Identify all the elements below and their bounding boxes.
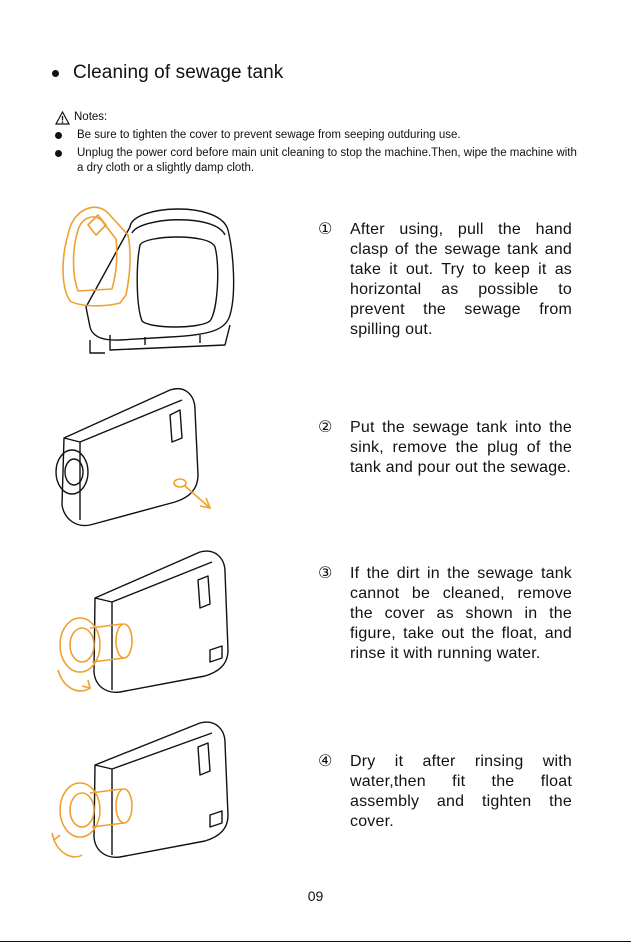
notes-label: Notes: <box>74 111 108 123</box>
bullet-dot <box>52 69 59 77</box>
step-number: ④ <box>318 753 333 770</box>
page-title: Cleaning of sewage tank <box>73 62 284 83</box>
notes-header: Notes: <box>55 110 585 125</box>
step-text: Dry it after rinsing with water,then fit… <box>350 753 572 830</box>
step-text: After using, pull the hand clasp of the … <box>350 221 572 338</box>
step-text: Put the sewage tank into the sink, remov… <box>350 419 572 476</box>
step-number: ② <box>318 419 333 436</box>
note-text: Be sure to tighten the cover to prevent … <box>77 129 461 141</box>
step-number: ① <box>318 221 333 238</box>
float-removal-illustration <box>57 550 229 693</box>
bullet-dot <box>55 150 62 157</box>
float-assembly-illustration <box>51 721 229 858</box>
step-3: ③ If the dirt in the sewage tank cannot … <box>318 564 572 664</box>
bullet-dot <box>55 132 62 139</box>
step-4: ④ Dry it after rinsing with water,then f… <box>318 752 572 832</box>
notes-block: Notes: Be sure to tighten the cover to p… <box>55 110 585 176</box>
step-1: ① After using, pull the hand clasp of th… <box>318 220 572 340</box>
warning-icon <box>55 110 70 125</box>
footer-divider <box>0 941 631 942</box>
note-item: Be sure to tighten the cover to prevent … <box>55 128 585 143</box>
tank-pour-illustration <box>55 388 212 527</box>
section-title-row: Cleaning of sewage tank <box>52 62 283 84</box>
step-text: If the dirt in the sewage tank cannot be… <box>350 565 572 662</box>
machine-tank-removal-illustration <box>62 206 235 354</box>
note-item: Unplug the power cord before main unit c… <box>55 146 585 176</box>
step-number: ③ <box>318 565 333 582</box>
page-number: 09 <box>307 888 324 904</box>
note-text: Unplug the power cord before main unit c… <box>77 147 577 174</box>
step-2: ② Put the sewage tank into the sink, rem… <box>318 418 572 478</box>
